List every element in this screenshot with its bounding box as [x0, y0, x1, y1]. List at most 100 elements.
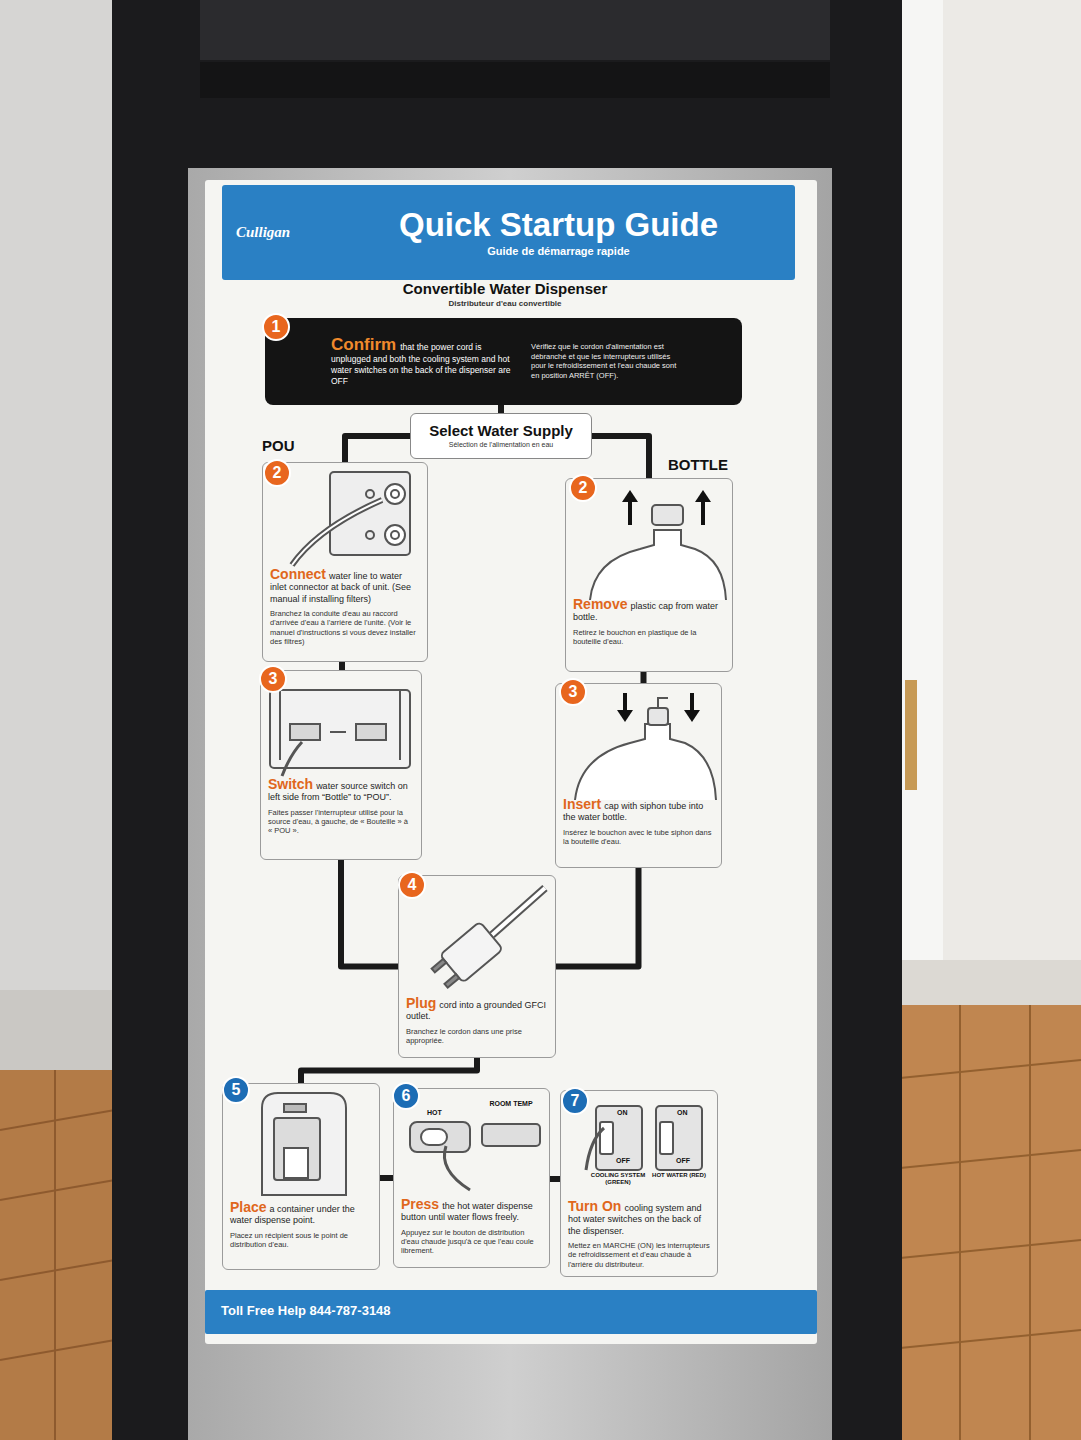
illustration-part: [0, 990, 115, 1070]
illustration-part: [391, 531, 399, 539]
dispenser-front-illustration: [262, 1093, 346, 1195]
part-label: ROOM TEMP: [488, 1100, 534, 1108]
illustration-part: [200, 62, 830, 98]
illustration-part: [385, 525, 405, 545]
text-group: Placea container under the water dispens…: [230, 1200, 372, 1227]
node-text: 3: [569, 683, 578, 700]
step-number: 4: [398, 871, 426, 899]
illustration-part: [590, 530, 726, 600]
illustration-part: [695, 490, 711, 502]
flow-line: [341, 860, 398, 967]
text-group: Quick Startup Guide: [336, 207, 781, 243]
flow-line: [339, 662, 345, 670]
node-text: 2: [579, 479, 588, 496]
illustration-part: [205, 180, 817, 1344]
flow-line: [301, 1058, 477, 1083]
step-number: 6: [392, 1082, 420, 1110]
water-inlet-illustration: [292, 472, 410, 565]
node-text: 7: [571, 1092, 580, 1109]
illustration-part: [684, 710, 700, 722]
node-text: 6: [402, 1087, 411, 1104]
flow-line: [498, 405, 504, 413]
illustration-part: [656, 1106, 702, 1170]
text-group: Faites passer l'interrupteur utilisé pou…: [268, 808, 414, 836]
node-text: Connect: [270, 566, 326, 582]
node-text: Insert: [563, 796, 601, 812]
illustration-part: [445, 974, 460, 987]
part-label: HOT: [427, 1109, 442, 1116]
illustration-part: [0, 1180, 115, 1200]
illustration-part: [274, 1118, 320, 1180]
illustration-part: [410, 1122, 470, 1152]
illustration-part: [385, 484, 405, 504]
illustration-part: [905, 680, 917, 790]
illustration-part: [690, 693, 694, 712]
illustration-part: [366, 531, 374, 539]
node-text: Faites passer l'interrupteur utilisé pou…: [268, 808, 408, 836]
text-group: Branchez la conduite d'eau au raccord d'…: [270, 609, 420, 647]
text-group: Connectwater line to water inlet connect…: [270, 567, 420, 605]
part-label: Distributeur d'eau convertible: [330, 299, 680, 308]
text-group: 3: [569, 683, 578, 701]
node-text: Guide de démarrage rapide: [487, 245, 629, 257]
siphon-cap-illustration: [575, 693, 716, 800]
illustration-part: [282, 742, 302, 776]
header-band: CulliganQuick Startup GuideGuide de déma…: [222, 185, 795, 280]
illustration-part: [880, 1005, 1081, 1440]
text-group: Insérez le bouchon avec le tube siphon d…: [563, 828, 714, 847]
step-panel: Switchwater source switch on left side f…: [260, 670, 422, 860]
illustration-part: [428, 922, 502, 993]
node-text: Press: [401, 1196, 439, 1212]
illustration-part: [280, 690, 400, 760]
text-group: Sélection de l'alimentation en eau: [417, 441, 585, 449]
step-number: 5: [222, 1076, 250, 1104]
text-group: 4: [408, 876, 417, 894]
illustration-part: [880, 960, 1081, 1010]
illustration-part: [628, 500, 632, 525]
part-label: POU: [262, 437, 295, 454]
illustration-part: [0, 1070, 115, 1440]
illustration-part: [1029, 1005, 1031, 1440]
node-text: Placez un récipient sous le point de dis…: [230, 1231, 348, 1249]
node-text: Sélection de l'alimentation en eau: [449, 441, 553, 448]
bottle-cap-illustration: [590, 490, 726, 600]
step-panel: Insertcap with siphon tube into the wate…: [555, 683, 722, 868]
part-label: OFF: [616, 1157, 630, 1164]
illustration-part: [366, 490, 374, 498]
text-group: 7: [571, 1092, 580, 1110]
node-text: Branchez le cordon dans une prise approp…: [406, 1027, 522, 1045]
node-text: Mettez en MARCHE (ON) les interrupteurs …: [568, 1241, 710, 1269]
text-group: Insertcap with siphon tube into the wate…: [563, 797, 714, 824]
text-group: 5: [232, 1081, 241, 1099]
step-number: 2: [263, 459, 291, 487]
illustration-part: [880, 1060, 1081, 1080]
illustration-part: [658, 698, 668, 708]
text-group: Retirez le bouchon en plastique de la bo…: [573, 628, 725, 647]
node-text: Toll Free Help 844-787-3148: [221, 1303, 391, 1318]
part-label: ON: [677, 1109, 688, 1116]
warning-band: Confirmthat the power cord is unplugged …: [265, 318, 742, 405]
illustration-part: [648, 708, 668, 725]
text-group: 6: [402, 1087, 411, 1105]
illustration-part: [622, 490, 638, 502]
step-panel: Placea container under the water dispens…: [222, 1083, 380, 1270]
text-group: Switchwater source switch on left side f…: [268, 777, 414, 804]
illustration-part: [356, 724, 386, 740]
illustration-part: [880, 1005, 1081, 1440]
node-text: 1: [272, 318, 281, 335]
part-label: COOLING SYSTEM (GREEN): [589, 1172, 647, 1186]
node-text: 3: [269, 670, 278, 687]
illustration-part: [596, 1106, 642, 1170]
illustration-part: [54, 1070, 56, 1440]
help-footer: Toll Free Help 844-787-3148: [205, 1290, 817, 1334]
text-group: Vérifiez que le cordon d'alimentation es…: [531, 342, 681, 381]
illustration-part: [292, 500, 382, 565]
illustration-part: [623, 693, 627, 712]
node-text: Place: [230, 1199, 267, 1215]
step-number: 1: [262, 313, 290, 341]
illustration-part: [586, 1128, 604, 1170]
node-text: Remove: [573, 596, 627, 612]
illustration-part: [290, 724, 320, 740]
text-group: Culligan: [236, 224, 336, 241]
